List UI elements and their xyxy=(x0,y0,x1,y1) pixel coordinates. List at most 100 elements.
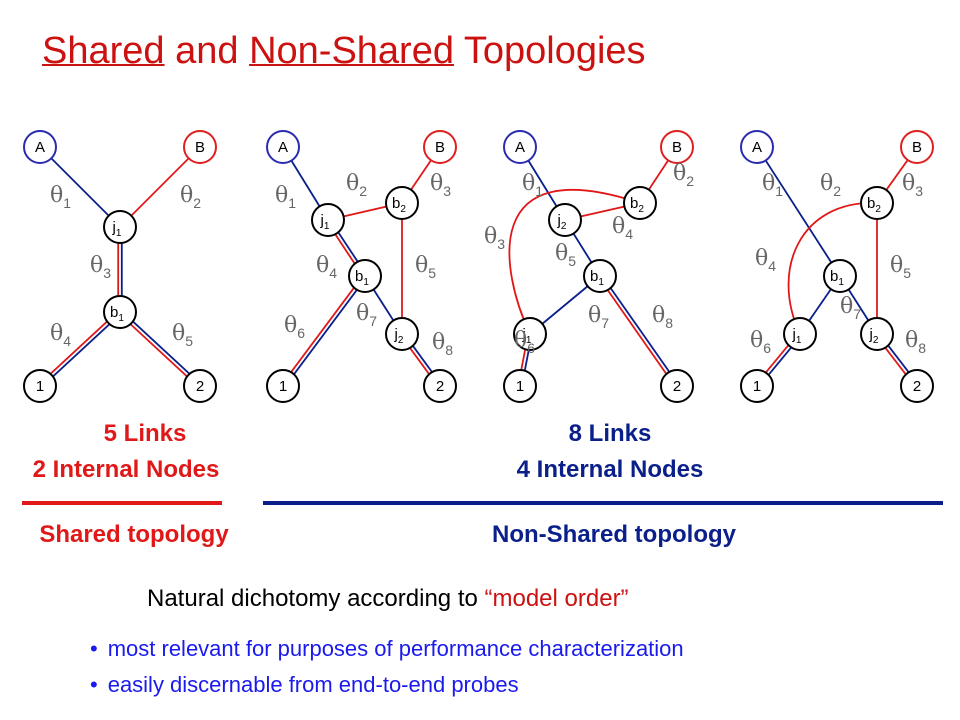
node-circle xyxy=(183,130,217,164)
node-label: 1 xyxy=(36,378,44,395)
node-circle xyxy=(900,130,934,164)
theta-label: θ2 xyxy=(180,183,201,211)
shared-topology-label: Shared topology xyxy=(39,521,229,548)
node-label: A xyxy=(278,139,288,156)
node-label: j1 xyxy=(320,212,330,232)
node-circle xyxy=(385,317,419,351)
shared-link-blue xyxy=(600,274,680,386)
theta-label: θ7 xyxy=(840,294,861,322)
nonshared-links-count: 8 Links xyxy=(568,420,652,447)
link-red xyxy=(119,146,201,228)
link-blue xyxy=(39,146,121,228)
bullet-text: most relevant for purposes of performanc… xyxy=(107,636,684,661)
title-topologies: Topologies xyxy=(453,30,646,72)
node-label: j2 xyxy=(394,326,404,346)
node-label: 2 xyxy=(913,378,921,395)
node-circle xyxy=(311,203,345,237)
dichotomy-prefix: Natural dichotomy according to xyxy=(147,585,485,612)
theta-label: θ4 xyxy=(755,246,776,274)
theta-label: θ8 xyxy=(432,330,453,358)
theta-label: θ3 xyxy=(484,224,505,252)
node-circle xyxy=(660,369,694,403)
bullet-dot: • xyxy=(90,636,98,661)
bullet-item: • most relevant for purposes of performan… xyxy=(90,636,684,662)
node-circle xyxy=(103,295,137,329)
title-shared: Shared xyxy=(42,30,165,72)
node-circle xyxy=(385,186,419,220)
theta-label: θ7 xyxy=(356,301,377,329)
theta-label: θ1 xyxy=(50,183,71,211)
node-label: j1 xyxy=(522,326,532,346)
node-circle xyxy=(513,317,547,351)
node-label: 2 xyxy=(436,378,444,395)
shared-link-red xyxy=(38,310,120,386)
node-label: 1 xyxy=(279,378,287,395)
node-circle xyxy=(900,369,934,403)
dichotomy-text: Natural dichotomy according to “model or… xyxy=(147,585,629,613)
bullet-item: • easily discernable from end-to-end prob… xyxy=(90,672,519,698)
node-circle xyxy=(183,369,217,403)
bullet-dot: • xyxy=(90,672,98,697)
node-circle xyxy=(103,210,137,244)
node-circle xyxy=(23,130,57,164)
curved-link xyxy=(508,189,641,335)
node-circle xyxy=(623,186,657,220)
node-circle xyxy=(503,130,537,164)
theta-label: θ3 xyxy=(902,171,923,199)
node-label: B xyxy=(912,139,922,156)
theta-label: θ6 xyxy=(284,313,305,341)
theta-label: θ1 xyxy=(522,171,543,199)
theta-label: θ1 xyxy=(275,183,296,211)
shared-link-red xyxy=(280,274,365,386)
node-circle xyxy=(823,259,857,293)
theta-label: θ6 xyxy=(750,328,771,356)
node-label: B xyxy=(435,139,445,156)
node-label: j1 xyxy=(792,326,802,346)
node-circle xyxy=(740,369,774,403)
node-label: A xyxy=(35,139,45,156)
node-label: j2 xyxy=(557,212,567,232)
title-nonshared: Non-Shared xyxy=(249,30,454,72)
node-circle xyxy=(423,369,457,403)
node-circle xyxy=(423,130,457,164)
node-circle xyxy=(503,369,537,403)
node-circle xyxy=(348,259,382,293)
theta-label: θ5 xyxy=(172,321,193,349)
theta-label: θ8 xyxy=(652,303,673,331)
nonshared-internal-nodes: 4 Internal Nodes xyxy=(516,456,704,483)
node-circle xyxy=(583,259,617,293)
theta-label: θ2 xyxy=(673,161,694,189)
node-label: A xyxy=(752,139,762,156)
node-circle xyxy=(266,369,300,403)
node-circle xyxy=(548,203,582,237)
node-label: j1 xyxy=(112,219,122,239)
theta-label: θ3 xyxy=(90,253,111,281)
theta-label: θ4 xyxy=(50,321,71,349)
node-label: A xyxy=(515,139,525,156)
node-circle xyxy=(660,130,694,164)
node-label: 2 xyxy=(673,378,681,395)
bullet-text: easily discernable from end-to-end probe… xyxy=(107,672,519,697)
theta-label: θ5 xyxy=(415,253,436,281)
link-blue xyxy=(756,146,841,277)
shared-internal-nodes: 2 Internal Nodes xyxy=(32,456,220,483)
node-label: j2 xyxy=(869,326,879,346)
nonshared-divider xyxy=(263,501,943,505)
node-label: 2 xyxy=(196,378,204,395)
shared-link-blue xyxy=(120,310,202,386)
node-label: 1 xyxy=(516,378,524,395)
node-label: B xyxy=(672,139,682,156)
theta-label: θ5 xyxy=(555,241,576,269)
curved-link xyxy=(787,202,878,335)
theta-label: θ2 xyxy=(820,171,841,199)
theta-label: θ3 xyxy=(430,171,451,199)
shared-link-blue xyxy=(40,312,122,388)
theta-label: θ7 xyxy=(588,303,609,331)
theta-label: θ5 xyxy=(890,253,911,281)
theta-label: θ4 xyxy=(316,253,337,281)
theta-label: θ2 xyxy=(346,171,367,199)
node-circle xyxy=(860,317,894,351)
theta-label: θ8 xyxy=(905,328,926,356)
theta-label: θ4 xyxy=(612,214,633,242)
